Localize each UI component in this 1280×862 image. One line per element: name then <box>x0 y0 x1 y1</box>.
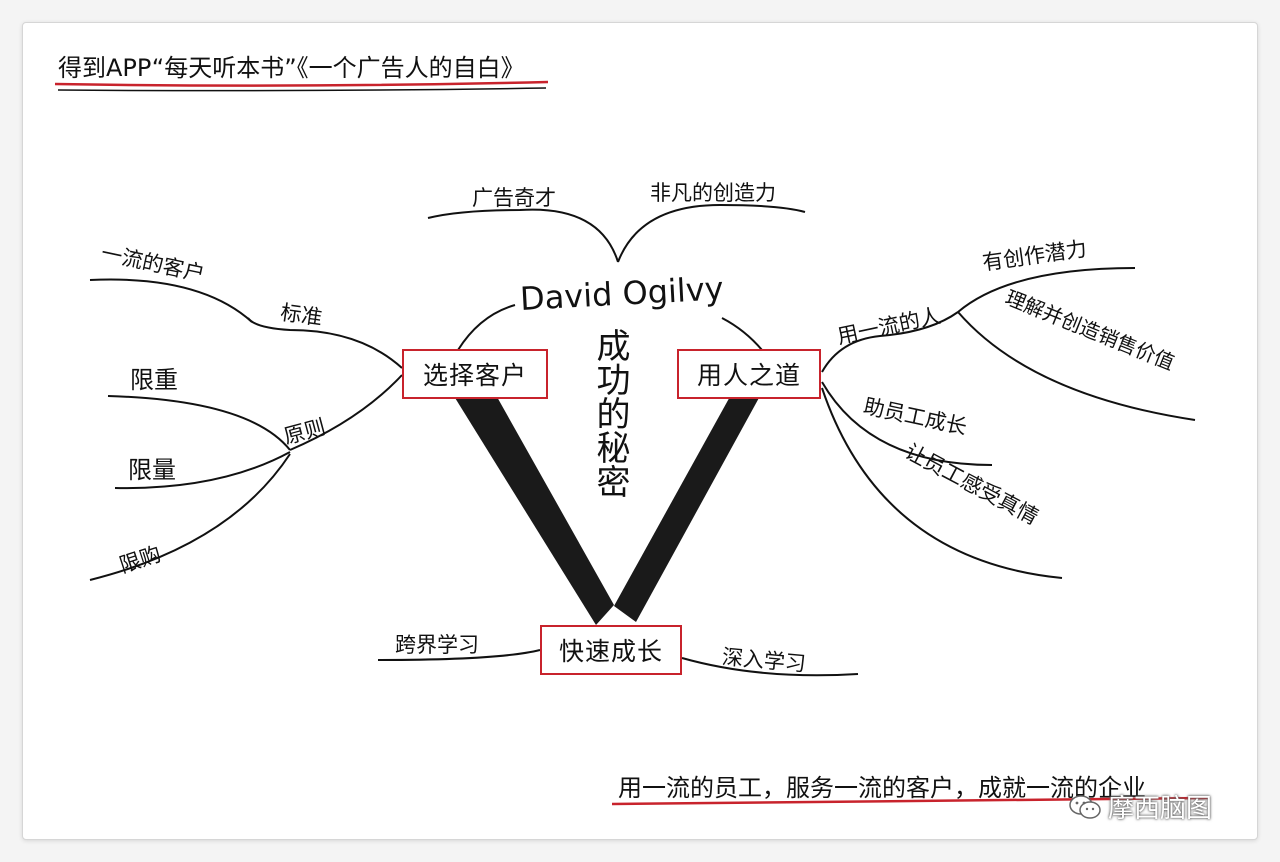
node-xuanze-kehu: 选择客户 <box>402 349 548 399</box>
watermark: 摩西脑图 <box>1068 788 1212 825</box>
arc-right-to-center <box>721 317 763 351</box>
branch-xianliang <box>114 451 291 490</box>
branch-feifan <box>617 203 806 263</box>
branch-kuajie <box>377 649 541 661</box>
label-yong-yiliu-de-ren: 用一流的人 <box>835 304 943 349</box>
arc-left-to-center <box>457 304 516 351</box>
branch-biaozhun <box>247 317 403 369</box>
center-theme: 成功的秘密 <box>590 328 630 498</box>
center-name: David Ogilvy <box>519 269 724 318</box>
node-yongren-zhidao-label: 用人之道 <box>696 361 801 390</box>
label-biaozhun: 标准 <box>279 300 324 330</box>
canvas-frame <box>22 22 1258 840</box>
label-guanggao-qicai: 广告奇才 <box>472 186 556 210</box>
watermark-text: 摩西脑图 <box>1108 794 1213 824</box>
header-underline-red <box>54 80 549 87</box>
label-lijie-chuangzao-xiaoshou: 理解并创造销售价值 <box>1002 285 1178 375</box>
v-shape-right-arm <box>614 393 760 622</box>
node-kuaisu-chengzhang: 快速成长 <box>540 625 682 675</box>
label-xianliang: 限量 <box>128 456 176 484</box>
branch-xiangou <box>89 453 291 581</box>
wechat-icon <box>1068 793 1102 821</box>
node-kuaisu-chengzhang-label: 快速成长 <box>558 637 663 666</box>
branch-guanggao-qicai <box>427 208 619 263</box>
node-yongren-zhidao: 用人之道 <box>677 349 821 399</box>
label-you-chuangzuo-qianli: 有创作潜力 <box>981 237 1088 275</box>
node-xuanze-kehu-label: 选择客户 <box>422 361 527 390</box>
label-zhu-yuangong-chengzhang: 助员工成长 <box>861 394 969 439</box>
footer-motto: 用一流的员工，服务一流的客户，成就一流的企业 <box>618 774 1146 802</box>
branch-xianzhong <box>107 395 291 451</box>
branch-rang-yuangong <box>821 387 1063 579</box>
branch-lijie-xiaoshou <box>957 311 1196 421</box>
label-feifan-chuangzaoli: 非凡的创造力 <box>650 181 776 205</box>
branch-yong-yiliu-ren <box>821 311 959 373</box>
label-kuajie-xuexi: 跨界学习 <box>395 633 479 657</box>
branch-zhu-yuangong <box>821 381 993 466</box>
footer-underline <box>611 796 1211 806</box>
header-underline-black <box>57 87 547 92</box>
branch-yuanze <box>289 374 403 451</box>
header-title: 得到APP“每天听本书”《一个广告人的自白》 <box>58 54 525 82</box>
branch-chuangzuo-qianli <box>957 267 1136 313</box>
label-xiangou: 限购 <box>117 542 164 578</box>
label-shenru-xuexi: 深入学习 <box>721 645 807 676</box>
v-shape-left-arm <box>452 388 614 625</box>
label-yuanze: 原则 <box>281 415 328 449</box>
branch-shenru <box>681 657 859 677</box>
label-rang-yuangong-gan-shou: 让员工感受真情 <box>901 439 1042 529</box>
label-xianzhong: 限重 <box>130 366 178 394</box>
branch-yiliu-kehu <box>89 278 253 323</box>
